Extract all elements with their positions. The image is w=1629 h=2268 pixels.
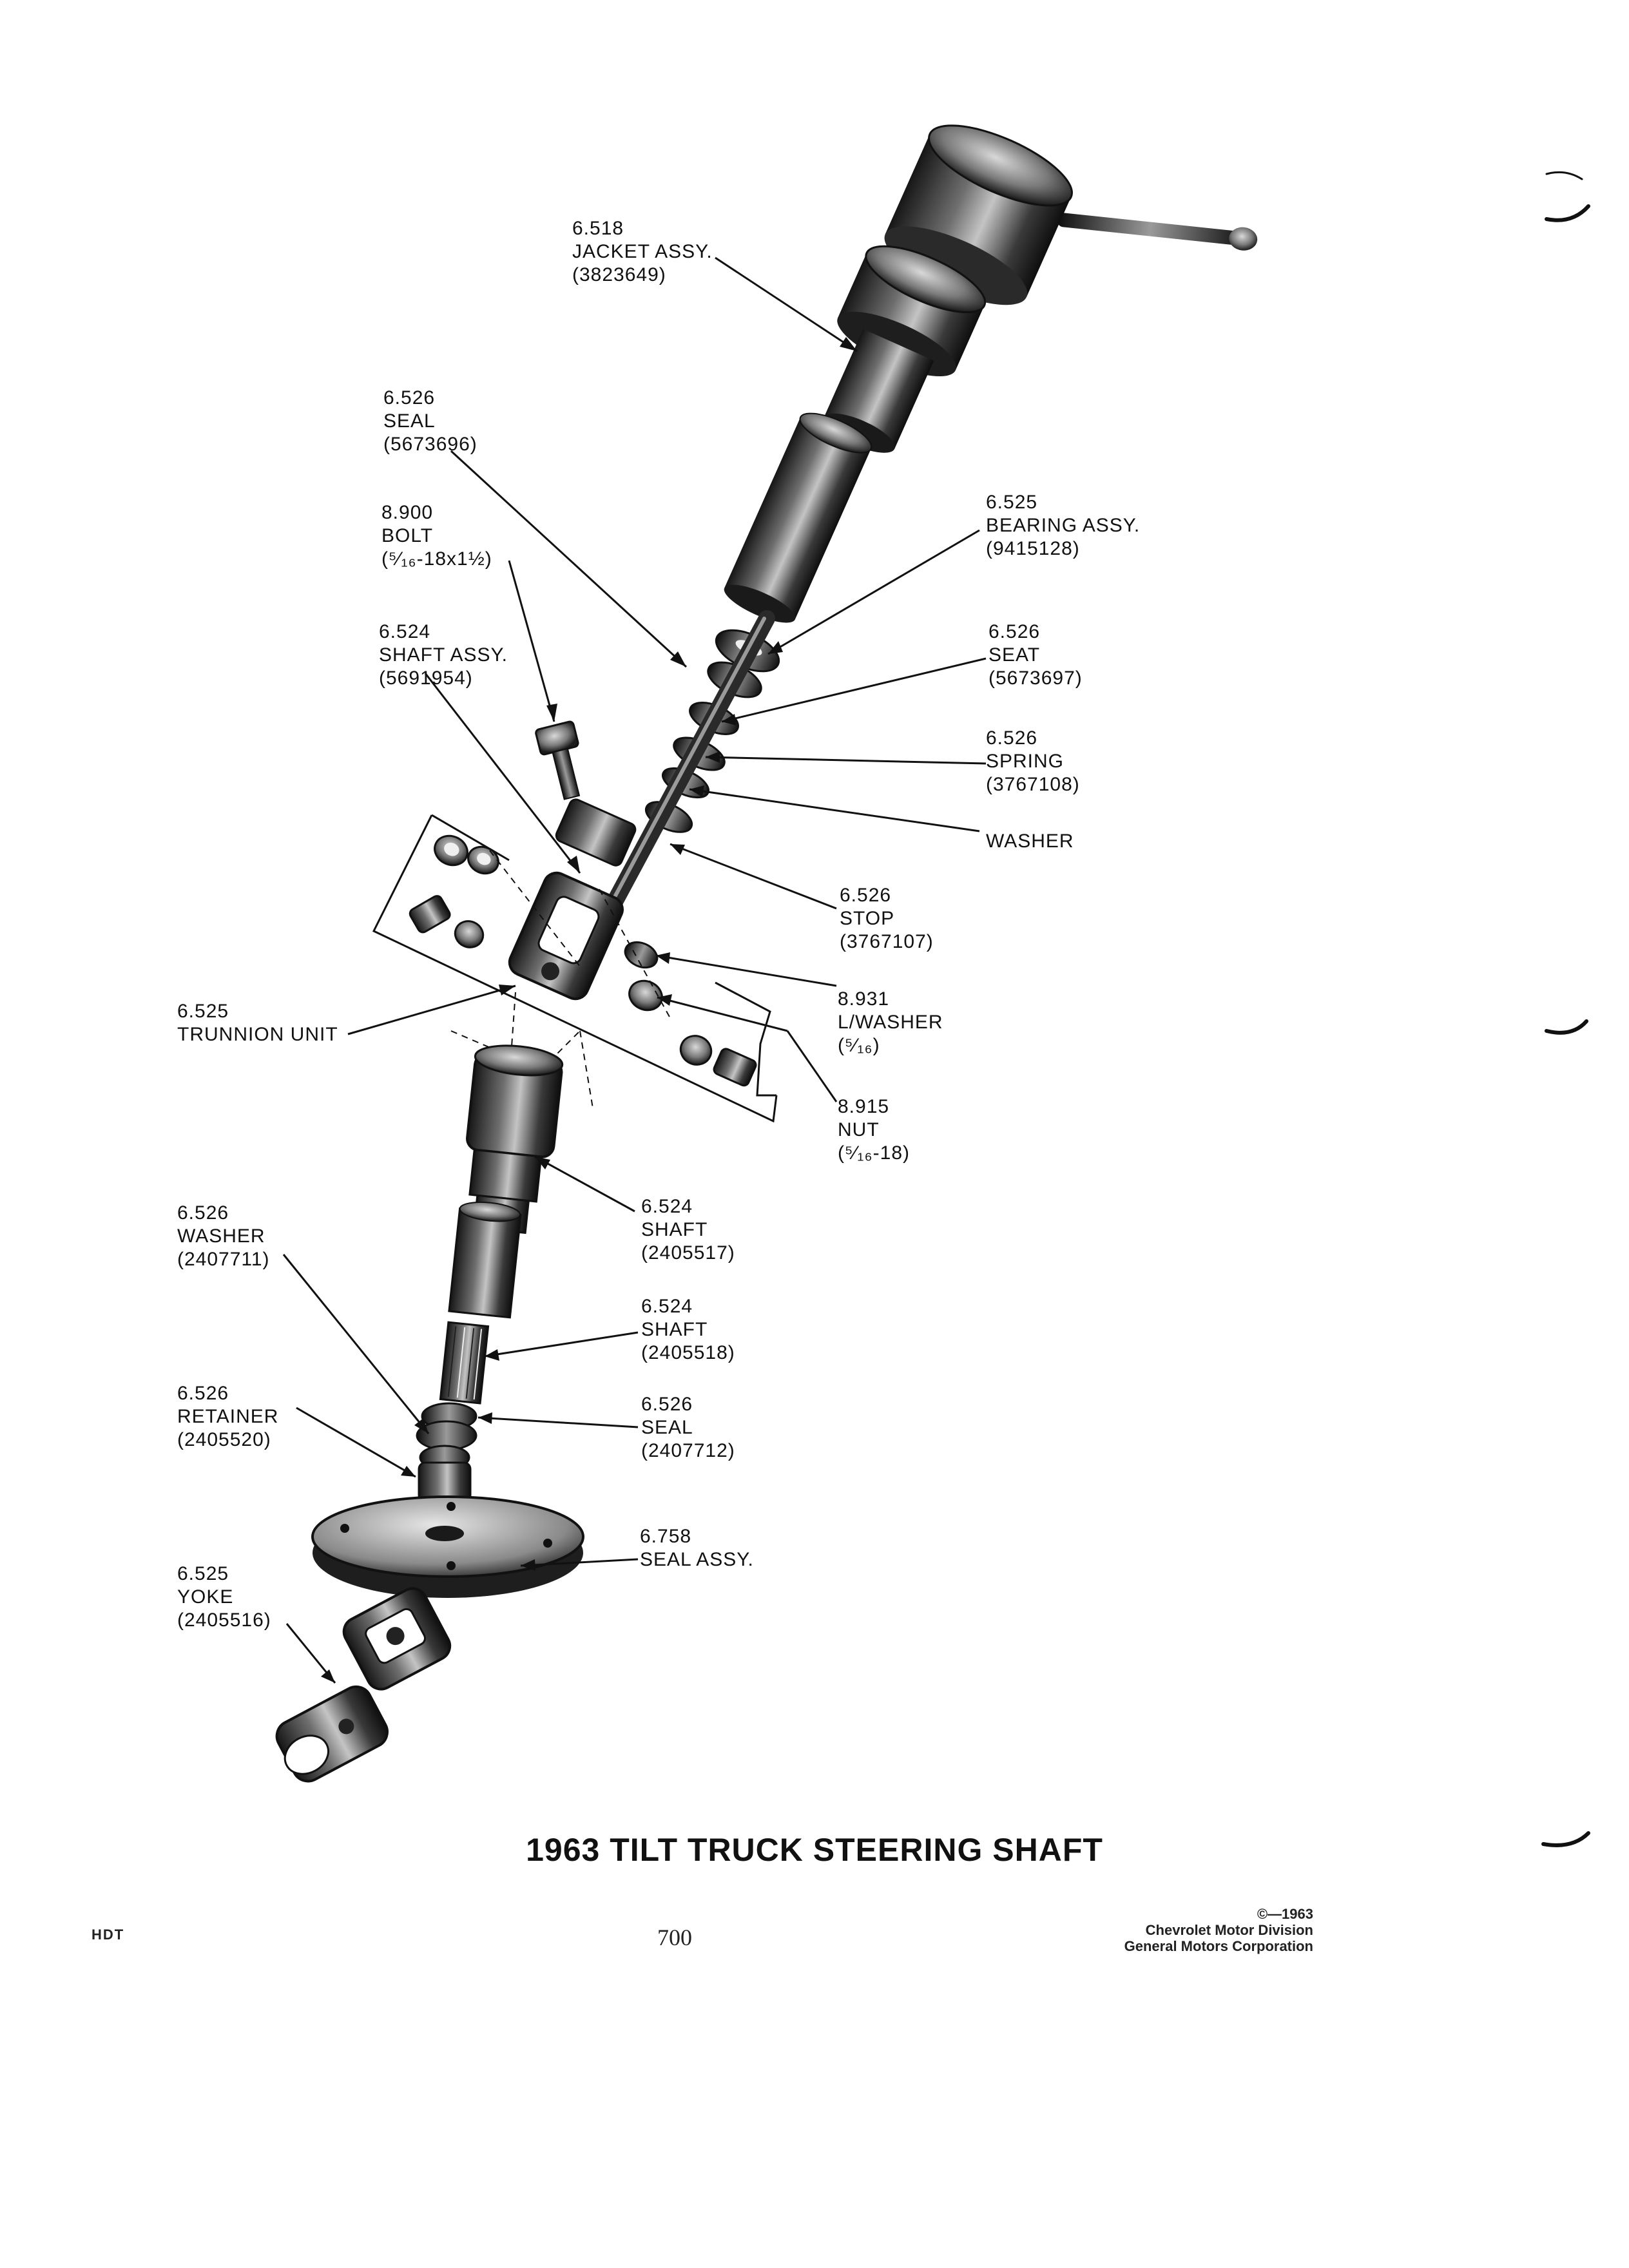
callout-part-number: (⁵⁄₁₆-18x1½) bbox=[381, 548, 492, 570]
callout-number: 8.900 bbox=[381, 502, 434, 523]
callout-number: 6.526 bbox=[641, 1394, 693, 1415]
callout-part-number: (2407711) bbox=[177, 1249, 270, 1270]
callout-name: TRUNNION UNIT bbox=[177, 1024, 338, 1045]
callout-shaft-assy: 6.524 SHAFT ASSY. (5691954) bbox=[379, 620, 508, 690]
callout-name: SEAL ASSY. bbox=[640, 1549, 754, 1570]
callout-name: NUT bbox=[838, 1119, 880, 1140]
copyright-year: ©—1963 bbox=[1257, 1906, 1313, 1922]
callout-stop: 6.526 STOP (3767107) bbox=[840, 884, 934, 954]
callout-washer-lower: 6.526 WASHER (2407711) bbox=[177, 1202, 270, 1271]
callout-washer-plain: WASHER bbox=[986, 830, 1074, 853]
callout-number: 6.518 bbox=[572, 218, 624, 239]
callout-name: SHAFT bbox=[641, 1219, 708, 1240]
callout-seal-assy: 6.758 SEAL ASSY. bbox=[640, 1525, 754, 1571]
callout-bearing-assy: 6.525 BEARING ASSY. (9415128) bbox=[986, 491, 1140, 561]
callout-part-number: (9415128) bbox=[986, 538, 1080, 559]
callout-part-number: (2405520) bbox=[177, 1429, 271, 1450]
tilt-lever bbox=[1057, 213, 1258, 251]
callout-number: 6.526 bbox=[988, 621, 1041, 642]
callout-part-number: (2407712) bbox=[641, 1440, 735, 1461]
page-number: 700 bbox=[657, 1925, 692, 1950]
callout-number: 6.524 bbox=[379, 621, 431, 642]
callout-number: 8.915 bbox=[838, 1096, 890, 1117]
callout-part-number: (3767108) bbox=[986, 774, 1080, 795]
leader-arrowheads bbox=[321, 337, 857, 1683]
callout-name: BEARING ASSY. bbox=[986, 515, 1141, 536]
bearing-sleeve bbox=[724, 412, 872, 623]
callout-spring: 6.526 SPRING (3767108) bbox=[986, 727, 1080, 796]
callout-number: 6.526 bbox=[383, 387, 436, 408]
callout-name: BOLT bbox=[381, 525, 434, 546]
callout-part-number: (3823649) bbox=[572, 264, 666, 285]
upper-clamp-yoke bbox=[555, 798, 637, 867]
callout-name: WASHER bbox=[177, 1225, 265, 1247]
leader-lines bbox=[282, 256, 987, 1684]
callout-number: 6.525 bbox=[177, 1001, 229, 1022]
trunnion-cross-group bbox=[372, 814, 778, 1123]
callout-part-number: (3767107) bbox=[840, 931, 934, 952]
callout-number: 6.526 bbox=[986, 727, 1038, 749]
callout-part-number: (2405516) bbox=[177, 1610, 271, 1631]
callout-part-number: (2405517) bbox=[641, 1242, 735, 1264]
callout-name: JACKET ASSY. bbox=[572, 241, 713, 262]
callout-name: SHAFT bbox=[641, 1319, 708, 1340]
callout-retainer: 6.526 RETAINER (2405520) bbox=[177, 1382, 278, 1452]
copyright-division: Chevrolet Motor Division bbox=[1145, 1922, 1313, 1938]
lower-seal-stack bbox=[416, 1402, 477, 1541]
callout-part-number: (2405518) bbox=[641, 1342, 735, 1363]
callout-number: 6.525 bbox=[986, 492, 1038, 513]
callout-lock-washer: 8.931 L/WASHER (⁵⁄₁₆) bbox=[838, 988, 943, 1057]
callout-name: YOKE bbox=[177, 1586, 234, 1608]
callout-bolt: 8.900 BOLT (⁵⁄₁₆-18x1½) bbox=[381, 501, 492, 571]
copyright-notice: ©—1963 Chevrolet Motor Division General … bbox=[1124, 1906, 1313, 1954]
callout-jacket-assy: 6.518 JACKET ASSY. (3823649) bbox=[572, 217, 713, 287]
callout-seal-upper: 6.526 SEAL (5673696) bbox=[383, 387, 477, 456]
callout-name: WASHER bbox=[986, 831, 1074, 852]
callout-number: 6.758 bbox=[640, 1526, 692, 1547]
callout-name: SEAL bbox=[641, 1417, 693, 1438]
callout-part-number: (⁵⁄₁₆-18) bbox=[838, 1142, 911, 1164]
callout-part-number: (⁵⁄₁₆) bbox=[838, 1035, 880, 1056]
callout-number: 6.526 bbox=[840, 885, 892, 906]
callout-name: SEAT bbox=[988, 644, 1041, 666]
splined-shaft bbox=[439, 1321, 490, 1405]
shaft-tube bbox=[448, 1201, 522, 1319]
bolt-part bbox=[535, 720, 581, 800]
column-top-cap bbox=[884, 124, 1073, 305]
binder-hole-marks bbox=[1541, 171, 1590, 1847]
jacket-head-group bbox=[823, 124, 1258, 453]
callout-name: STOP bbox=[840, 908, 895, 929]
callout-number: 6.526 bbox=[177, 1383, 229, 1404]
universal-yoke bbox=[275, 1587, 452, 1783]
callout-yoke: 6.525 YOKE (2405516) bbox=[177, 1562, 271, 1632]
callout-name: SEAL bbox=[383, 410, 436, 432]
callout-name: SPRING bbox=[986, 751, 1065, 772]
callout-number: 6.526 bbox=[177, 1202, 229, 1224]
page-title: 1963 TILT TRUCK STEERING SHAFT bbox=[526, 1832, 1103, 1868]
callout-name: RETAINER bbox=[177, 1406, 279, 1427]
callout-name: SHAFT ASSY. bbox=[379, 644, 508, 666]
callout-shaft-lower: 6.524 SHAFT (2405518) bbox=[641, 1295, 735, 1365]
callout-number: 6.524 bbox=[641, 1296, 693, 1317]
copyright-corporation: General Motors Corporation bbox=[1124, 1938, 1313, 1954]
callout-part-number: (5673696) bbox=[383, 434, 477, 455]
callout-nut: 8.915 NUT (⁵⁄₁₆-18) bbox=[838, 1095, 910, 1165]
series-code: HDT bbox=[92, 1927, 125, 1943]
callout-shaft-upper: 6.524 SHAFT (2405517) bbox=[641, 1195, 735, 1265]
callout-part-number: (5673697) bbox=[988, 668, 1083, 689]
seal-assy-plate bbox=[311, 1495, 584, 1598]
callout-seat: 6.526 SEAT (5673697) bbox=[988, 620, 1083, 690]
callout-part-number: (5691954) bbox=[379, 668, 473, 689]
callout-number: 8.931 bbox=[838, 988, 890, 1010]
callout-number: 6.525 bbox=[177, 1563, 229, 1584]
callout-seal-lower: 6.526 SEAL (2407712) bbox=[641, 1393, 735, 1463]
callout-number: 6.524 bbox=[641, 1196, 693, 1217]
callout-trunnion-unit: 6.525 TRUNNION UNIT bbox=[177, 1000, 338, 1046]
callout-name: L/WASHER bbox=[838, 1012, 943, 1033]
